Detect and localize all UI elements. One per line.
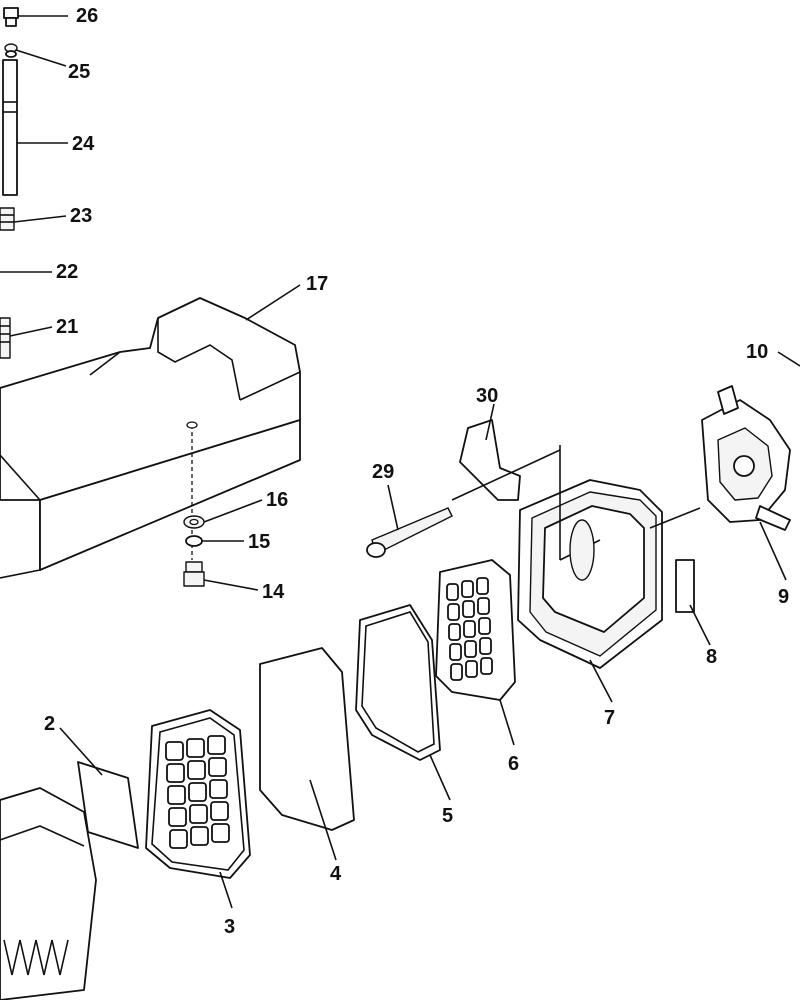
part-21-spring: [0, 317, 11, 359]
part-2-gasket: [77, 761, 139, 849]
part-15-lock-washer: [185, 535, 203, 547]
grid-cell: [464, 640, 477, 658]
callout-17: 17: [306, 273, 328, 295]
callout-21: 21: [56, 316, 78, 338]
grid-cell: [477, 597, 490, 615]
grid-cell: [479, 637, 492, 655]
callout-22: 22: [56, 261, 78, 283]
grid-cell: [186, 738, 205, 758]
part-9-carburetor: [649, 385, 791, 531]
grid-cell: [190, 826, 209, 846]
tank-mount-hole: [186, 421, 198, 429]
part-5-filter-element: [355, 604, 441, 761]
grid-cell: [448, 623, 461, 641]
grid-cell: [208, 757, 227, 777]
grid-cell: [207, 735, 226, 755]
callout-7: 7: [604, 707, 615, 729]
callout-25: 25: [68, 61, 90, 83]
grid-cell: [210, 801, 229, 821]
part-6-grid-cells: [446, 577, 493, 681]
callout-5: 5: [442, 805, 453, 827]
grid-cell: [166, 763, 185, 783]
callout-10: 10: [746, 341, 768, 363]
grid-cell: [187, 760, 206, 780]
callout-4: 4: [330, 863, 342, 885]
grid-cell: [447, 603, 460, 621]
callout-3: 3: [224, 916, 235, 938]
part-24-tube: [2, 59, 18, 196]
callout-8: 8: [706, 646, 717, 668]
part-26-bolt: [3, 7, 19, 27]
leader-lines: [0, 15, 800, 909]
grid-cell: [446, 583, 459, 601]
callout-16: 16: [266, 489, 288, 511]
grid-cell: [476, 577, 489, 595]
callout-26: 26: [76, 5, 98, 27]
part-4-foam-filter: [259, 647, 355, 831]
grid-cell: [478, 617, 491, 635]
part-30-bracket: [451, 419, 561, 501]
grid-cell: [168, 807, 187, 827]
part-7-cleaner-case: [517, 445, 663, 669]
grid-cell: [462, 600, 475, 618]
grid-cell: [450, 663, 463, 681]
part-25-washer: [4, 43, 18, 58]
callout-14: 14: [262, 581, 285, 603]
part-8-gasket: [675, 559, 695, 613]
part-16-washer: [183, 515, 205, 529]
grid-cell: [463, 620, 476, 638]
part-29-long-bolt: [366, 507, 453, 558]
grid-cell: [188, 782, 207, 802]
part-23-nut: [0, 207, 15, 231]
callout-6: 6: [508, 753, 519, 775]
callout-15: 15: [248, 531, 270, 553]
callout-9: 9: [778, 586, 789, 608]
callout-2: 2: [44, 713, 55, 735]
grid-cell: [461, 580, 474, 598]
grid-cell: [209, 779, 228, 799]
part-17-fuel-tank: [0, 297, 301, 579]
grid-cell: [465, 660, 478, 678]
grid-cell: [449, 643, 462, 661]
grid-cell: [165, 741, 184, 761]
grid-cell: [167, 785, 186, 805]
callout-24: 24: [72, 133, 95, 155]
grid-cell: [169, 829, 188, 849]
grid-cell: [211, 823, 230, 843]
grid-cell: [189, 804, 208, 824]
grid-cell: [480, 657, 493, 675]
callout-30: 30: [476, 385, 498, 407]
part-1-cleaner-cover: [0, 787, 97, 1000]
part-14-bolt: [183, 561, 205, 587]
callout-23: 23: [70, 205, 92, 227]
callout-29: 29: [372, 461, 394, 483]
part-3-grid-cells: [165, 735, 230, 849]
